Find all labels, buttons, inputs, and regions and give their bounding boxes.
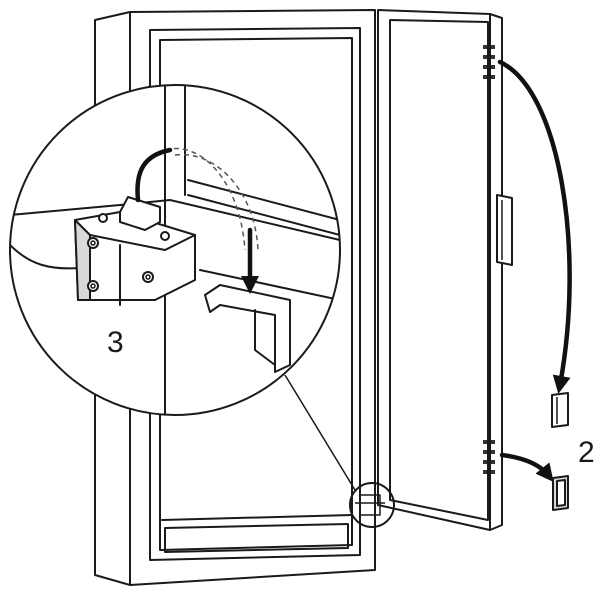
- bottom-plug-arrow: [499, 452, 554, 483]
- removed-plug-bottom: [552, 475, 569, 511]
- bottom-hinge-holes: [483, 440, 495, 474]
- callout-leader: [284, 374, 356, 491]
- open-door: [377, 9, 513, 531]
- hinge-callout-circle: [349, 482, 395, 528]
- top-hinge-holes: [483, 45, 495, 79]
- door-handle: [496, 194, 513, 266]
- step-label-2: 2: [578, 436, 595, 469]
- hinge-pin-original: [119, 196, 161, 231]
- top-plug-arrow: [497, 59, 572, 394]
- step-label-3: 3: [107, 326, 124, 359]
- zoom-detail: [9, 84, 341, 416]
- removed-plug-top: [551, 392, 569, 428]
